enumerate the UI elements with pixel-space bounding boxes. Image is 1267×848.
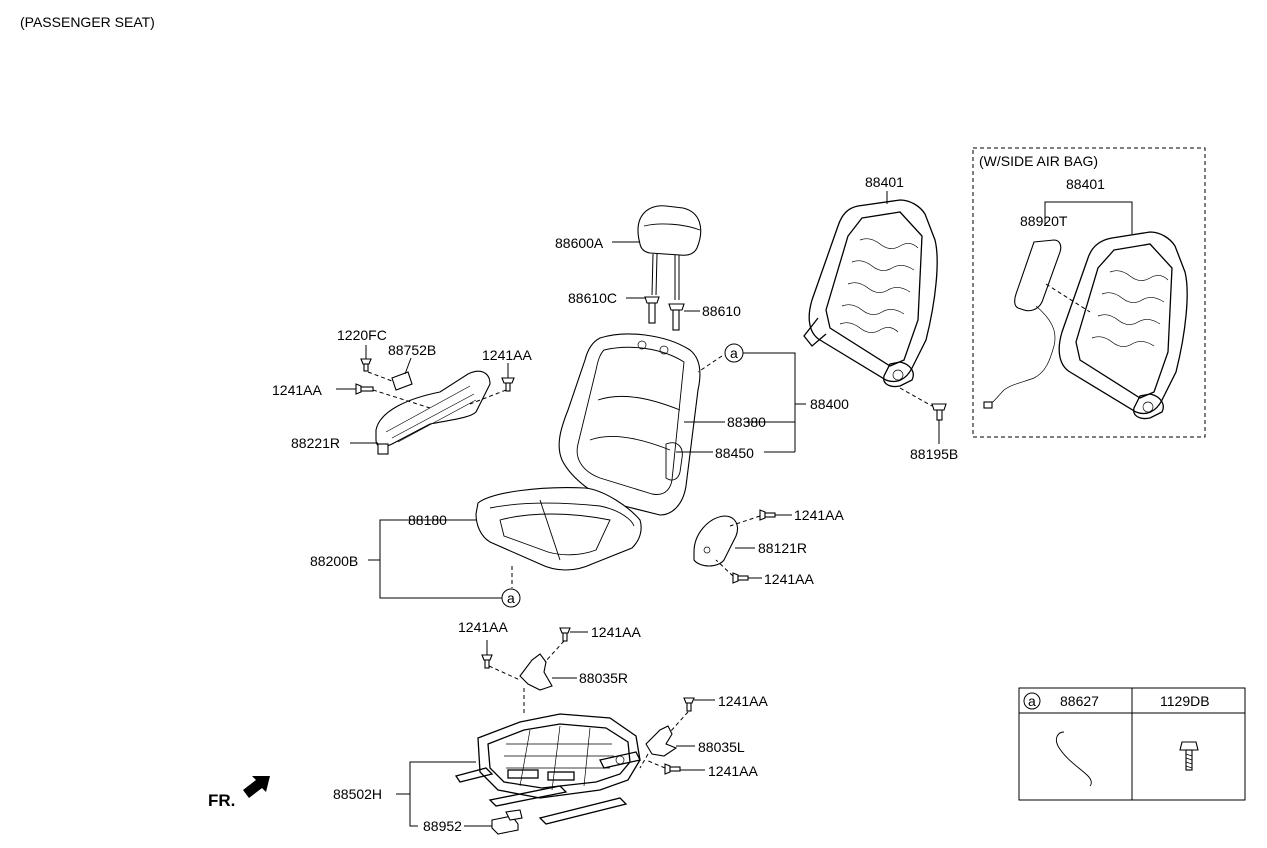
headrest-part (637, 205, 702, 300)
airbag-box-title: (W/SIDE AIR BAG) (979, 153, 1098, 169)
callout-88401-top: 88401 (865, 174, 904, 190)
legend-table (1018, 687, 1246, 801)
ref-marker-a-back-label: a (730, 345, 738, 361)
callout-88221R: 88221R (291, 435, 340, 451)
callout-88450: 88450 (715, 445, 754, 461)
clip-88627-icon (1055, 731, 1092, 787)
callout-1241AA-track-right: 1241AA (718, 693, 768, 709)
callout-88752B: 88752B (388, 342, 436, 358)
callout-88401-airbag: 88401 (1066, 176, 1105, 192)
callout-88035R: 88035R (579, 670, 628, 686)
callout-88195B: 88195B (910, 446, 958, 462)
bolt-1241AA-recliner-bottom-part (732, 572, 749, 584)
callout-1241AA-left: 1241AA (272, 382, 322, 398)
recliner-cover-88121R-part (693, 515, 739, 567)
callout-88380: 88380 (727, 414, 766, 430)
callout-88180: 88180 (408, 512, 447, 528)
legend-part-1129DB: 1129DB (1160, 693, 1210, 709)
callout-88035L: 88035L (698, 739, 745, 755)
bracket-88035R-part (519, 653, 553, 691)
callout-88400: 88400 (810, 396, 849, 412)
callout-88952: 88952 (423, 818, 462, 834)
front-arrow-icon (243, 776, 270, 798)
callout-1241AA-track-low: 1241AA (708, 763, 758, 779)
airbag-module-part (983, 239, 1091, 409)
callout-88502H: 88502H (333, 786, 382, 802)
bolt-1241AA-right-part (501, 377, 515, 392)
page-title: (PASSENGER SEAT) (20, 14, 155, 30)
guide-88610-part (668, 303, 685, 331)
bolt-1241AA-recliner-top-part (759, 509, 776, 521)
callout-88600A: 88600A (555, 235, 604, 251)
callout-1241AA-track-mid: 1241AA (591, 624, 641, 640)
legend-ref-label: a (1028, 693, 1036, 709)
bolt-1241AA-track-mid-part (559, 627, 571, 642)
seat-cushion-part (475, 487, 642, 571)
callout-1241AA-right: 1241AA (482, 347, 532, 363)
callout-88610C: 88610C (568, 290, 617, 306)
clip-88752B-part (391, 371, 413, 391)
side-cover-88221R-part (375, 370, 491, 455)
screw-1220FC-part (360, 358, 372, 372)
ref-marker-a-cushion-label: a (507, 590, 515, 606)
bracket-88035L-part (645, 725, 678, 757)
callout-88610: 88610 (702, 303, 741, 319)
seat-back-frame-part (803, 199, 938, 388)
ref-marker-a-cushion (501, 588, 521, 608)
callout-88920T: 88920T (1020, 213, 1068, 229)
legend-part-88627: 88627 (1060, 693, 1099, 709)
cover-88952-part (491, 809, 523, 835)
bolt-88195B-part (931, 403, 947, 421)
callout-88200B: 88200B (310, 553, 358, 569)
callout-1241AA-recliner-bottom: 1241AA (764, 571, 814, 587)
callout-88121R: 88121R (758, 540, 807, 556)
callout-1241AA-recliner-top: 1241AA (794, 507, 844, 523)
seat-track-part (454, 713, 641, 825)
bolt-1129DB-icon (1179, 741, 1199, 771)
front-direction-label: FR. (208, 791, 235, 810)
seat-back-part (558, 333, 701, 516)
guide-88610C-part (644, 296, 660, 324)
bolt-1241AA-track-right-part (683, 697, 695, 712)
bolt-1241AA-track-low-part (664, 763, 681, 775)
airbag-frame-part (1058, 231, 1188, 420)
callout-1241AA-track-left: 1241AA (458, 619, 508, 635)
callout-1220FC: 1220FC (337, 327, 387, 343)
legend-ref-marker (1023, 692, 1041, 710)
bolt-1241AA-track-left-part (481, 654, 493, 669)
airbag-variant-box (972, 147, 1206, 438)
bolt-1241AA-left-part (355, 383, 374, 395)
